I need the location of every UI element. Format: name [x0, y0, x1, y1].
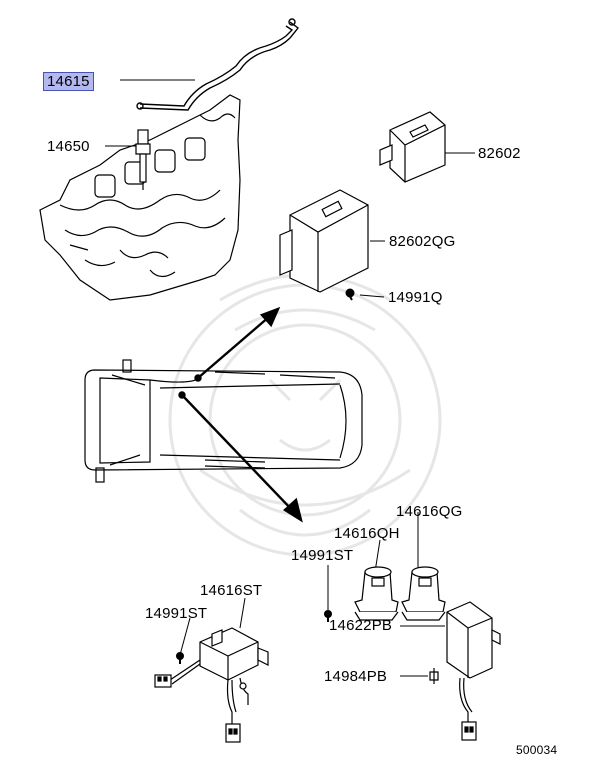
part-label-14991ST-left[interactable]: 14991ST: [145, 605, 208, 622]
location-arrows: [178, 306, 303, 523]
leader-lines: [105, 79, 475, 677]
part-label-14984PB[interactable]: 14984PB: [324, 668, 388, 685]
part-label-14616QG[interactable]: 14616QG: [396, 503, 463, 520]
screw-14991ST-right[interactable]: [324, 610, 332, 623]
part-label-14622PB[interactable]: 14622PB: [329, 617, 393, 634]
part-label-14616QH[interactable]: 14616QH: [334, 525, 400, 542]
vehicle-top-view: [84, 359, 363, 483]
relay-14616ST[interactable]: [154, 627, 269, 743]
control-unit-82602[interactable]: [379, 111, 446, 183]
clip-14984PB[interactable]: [429, 668, 439, 684]
relay-14616QH[interactable]: [354, 566, 399, 621]
part-label-14991Q[interactable]: 14991Q: [388, 289, 443, 306]
diagram-code: 500034: [516, 743, 558, 757]
screw-14991ST-left[interactable]: [176, 652, 184, 665]
engine-cylinder-head: [39, 94, 241, 301]
glow-plug[interactable]: [135, 129, 151, 190]
part-label-14991ST-right[interactable]: 14991ST: [291, 547, 354, 564]
part-label-14616ST[interactable]: 14616ST: [200, 582, 263, 599]
module-14622PB[interactable]: [446, 601, 501, 741]
part-label-82602QG[interactable]: 82602QG: [389, 233, 456, 250]
relay-14616QG[interactable]: [401, 566, 446, 621]
control-unit-82602QG[interactable]: [279, 189, 369, 293]
glow-plug-harness[interactable]: [136, 18, 299, 111]
part-label-14615[interactable]: 14615: [43, 72, 94, 91]
part-label-82602[interactable]: 82602: [478, 145, 521, 162]
screw-14991Q[interactable]: [345, 288, 355, 301]
part-label-14650[interactable]: 14650: [47, 138, 90, 155]
